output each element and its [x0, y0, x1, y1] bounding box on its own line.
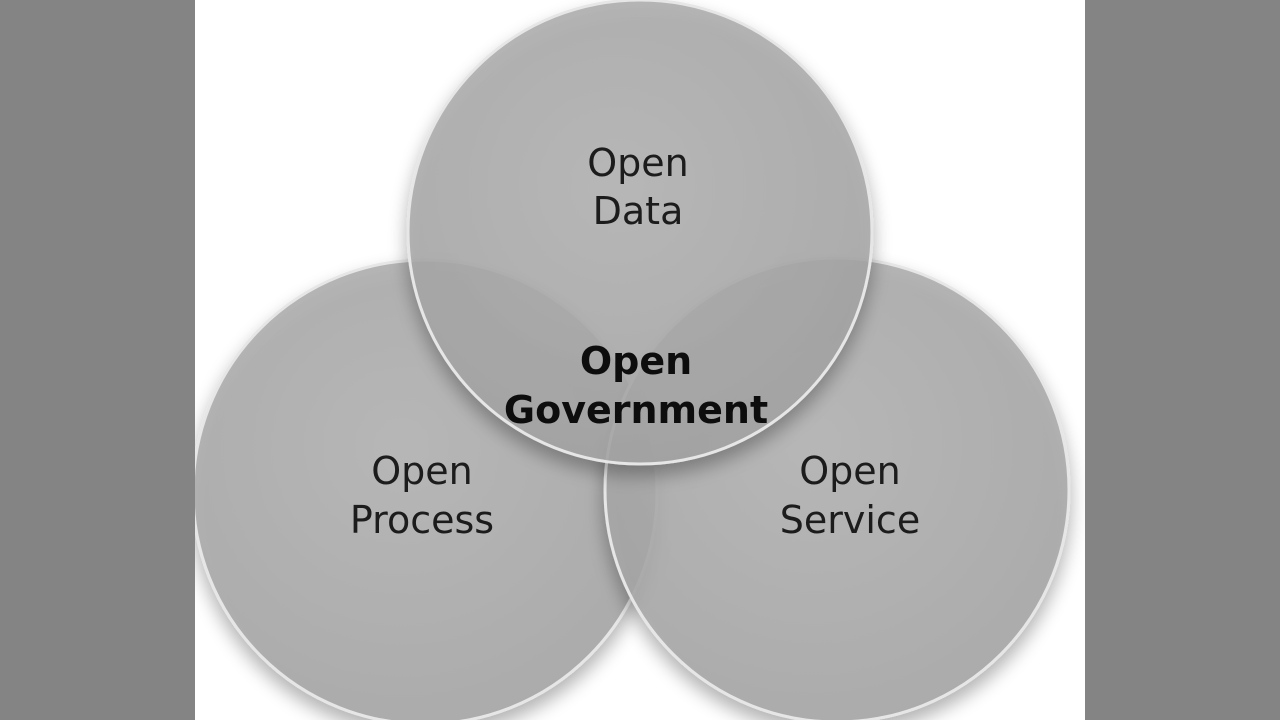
- circle-open-data: [406, 0, 874, 466]
- label-open-process-line1: Open: [371, 449, 473, 493]
- label-open-service-line2: Service: [780, 498, 920, 542]
- label-open-government-line2: Government: [504, 388, 768, 432]
- label-open-process-line2: Process: [350, 498, 494, 542]
- label-open-data-line2: Data: [593, 189, 684, 233]
- diagram-canvas: Open Data Open Process Open Service Open…: [195, 0, 1085, 720]
- venn-diagram: Open Data Open Process Open Service Open…: [195, 0, 1071, 720]
- label-open-service-line1: Open: [799, 449, 901, 493]
- label-open-government-line1: Open: [580, 339, 692, 383]
- label-open-data-line1: Open: [587, 141, 689, 185]
